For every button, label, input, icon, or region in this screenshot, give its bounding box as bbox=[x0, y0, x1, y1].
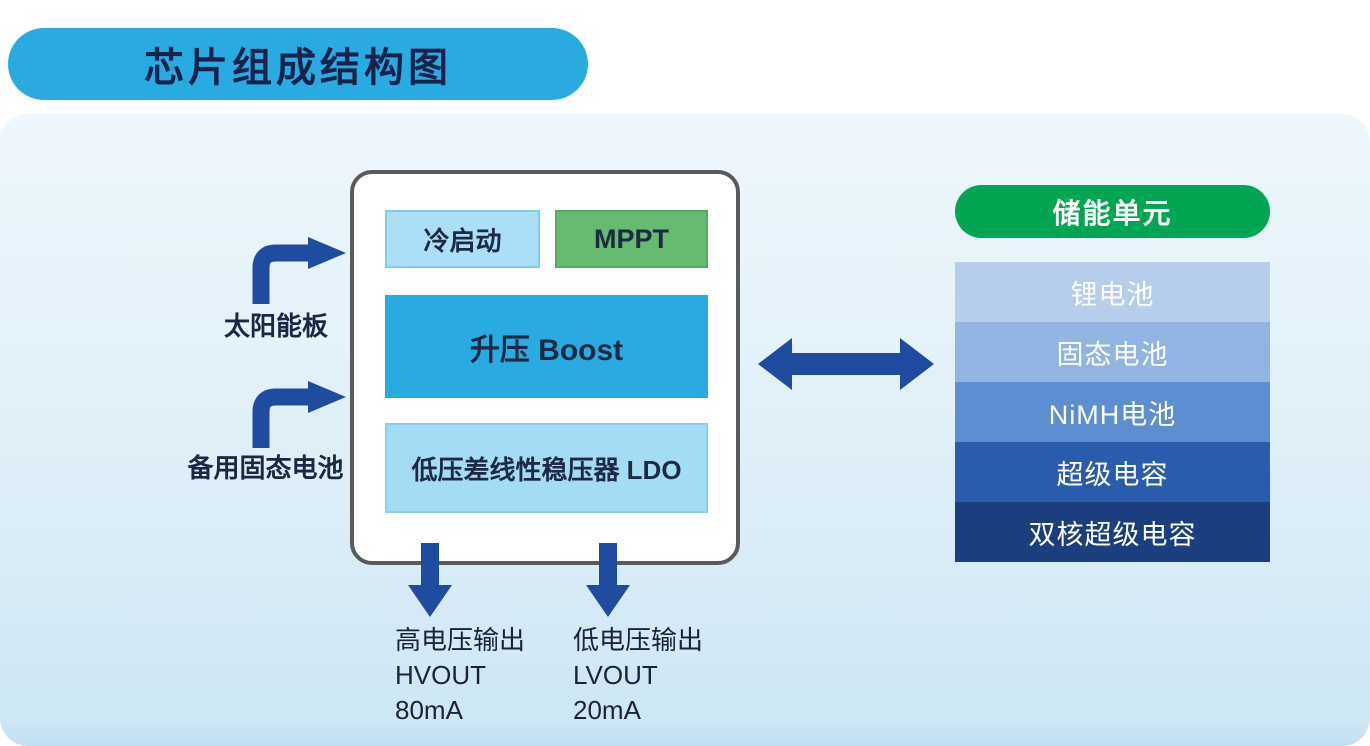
boost-block: 升压 Boost bbox=[385, 295, 708, 398]
hvout-current: 80mA bbox=[395, 695, 463, 725]
mppt-block: MPPT bbox=[555, 210, 708, 268]
battery-input-arrow bbox=[252, 381, 346, 448]
hvout-arrow bbox=[408, 543, 452, 617]
ldo-block: 低压差线性稳压器 LDO bbox=[385, 423, 708, 513]
lvout-title: 低电压输出 bbox=[573, 625, 704, 655]
lvout-arrow bbox=[586, 543, 630, 617]
storage-item-solid-state: 固态电池 bbox=[955, 322, 1270, 382]
solar-panel-label: 太阳能板 bbox=[223, 311, 328, 341]
lvout-label: 低电压输出 LVOUT 20mA bbox=[573, 623, 703, 728]
lvout-signal: LVOUT bbox=[573, 660, 658, 690]
cold-start-block: 冷启动 bbox=[385, 210, 540, 268]
bidirectional-arrow bbox=[758, 338, 934, 390]
solar-input-arrow bbox=[252, 237, 346, 304]
storage-item-supercap: 超级电容 bbox=[955, 442, 1270, 502]
lvout-current: 20mA bbox=[573, 695, 641, 725]
storage-item-nimh: NiMH电池 bbox=[955, 382, 1270, 442]
storage-header: 储能单元 bbox=[955, 185, 1270, 238]
backup-battery-label: 备用固态电池 bbox=[187, 453, 344, 483]
storage-item-lithium: 锂电池 bbox=[955, 262, 1270, 322]
storage-item-dual-supercap: 双核超级电容 bbox=[955, 502, 1270, 562]
storage-stack: 锂电池 固态电池 NiMH电池 超级电容 双核超级电容 bbox=[955, 262, 1270, 562]
hvout-title: 高电压输出 bbox=[395, 625, 526, 655]
hvout-label: 高电压输出 HVOUT 80mA bbox=[395, 623, 525, 728]
chip-module: 冷启动 MPPT 升压 Boost 低压差线性稳压器 LDO bbox=[350, 170, 740, 565]
diagram-title: 芯片组成结构图 bbox=[8, 28, 588, 100]
hvout-signal: HVOUT bbox=[395, 660, 486, 690]
